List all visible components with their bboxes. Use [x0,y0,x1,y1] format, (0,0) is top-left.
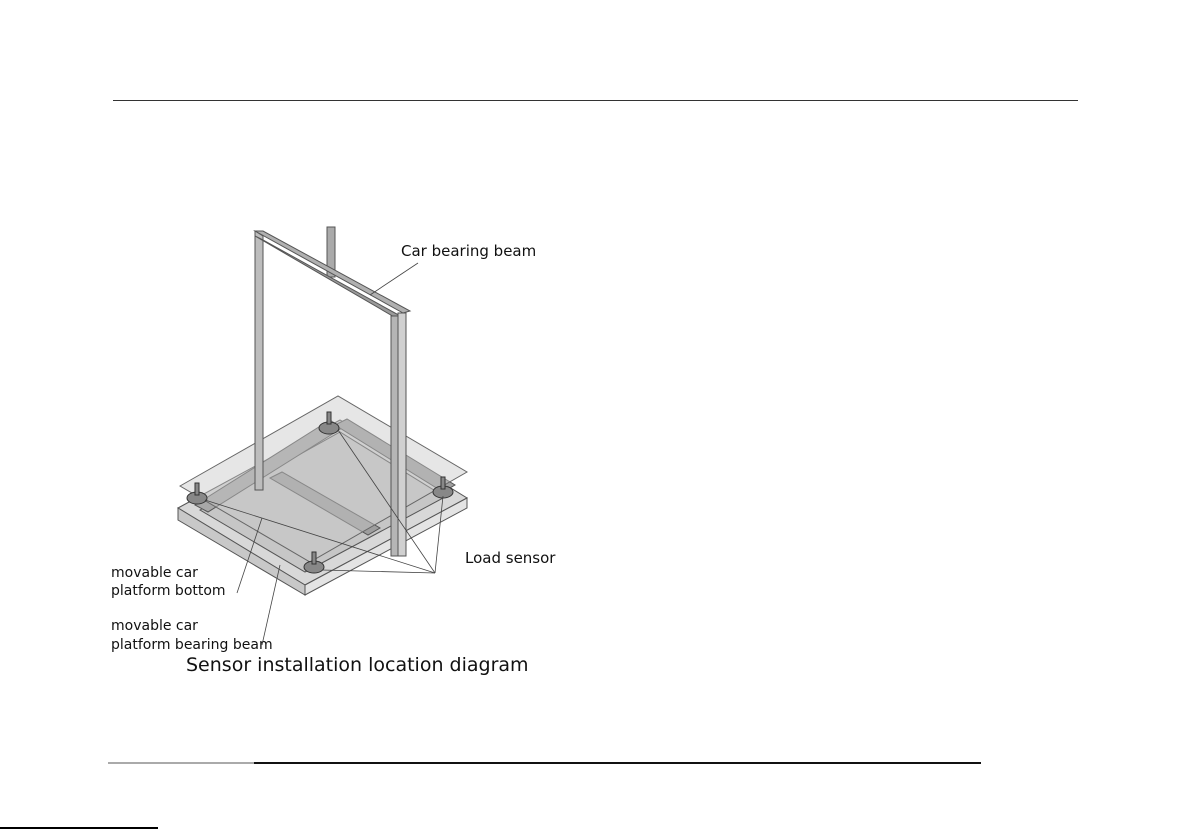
label-load-sensor: Load sensor [465,549,556,567]
car-bearing-frame [253,226,412,557]
label-car-bearing-beam: Car bearing beam [401,242,537,260]
footer-rule-accent [108,762,254,764]
label-platform-bottom-line2: platform bottom [111,583,226,599]
label-bearing-beam-line2: platform bearing beam [111,637,273,653]
label-bearing-beam-line1: movable car [111,618,198,634]
footer-rule [108,762,981,764]
page-bottom-edge [0,827,158,829]
load-sensors [186,411,454,574]
figure-caption: Sensor installation location diagram [186,654,529,676]
label-platform-bottom-line1: movable car [111,565,198,581]
leader-lines [204,262,444,646]
header-rule [113,100,1078,101]
